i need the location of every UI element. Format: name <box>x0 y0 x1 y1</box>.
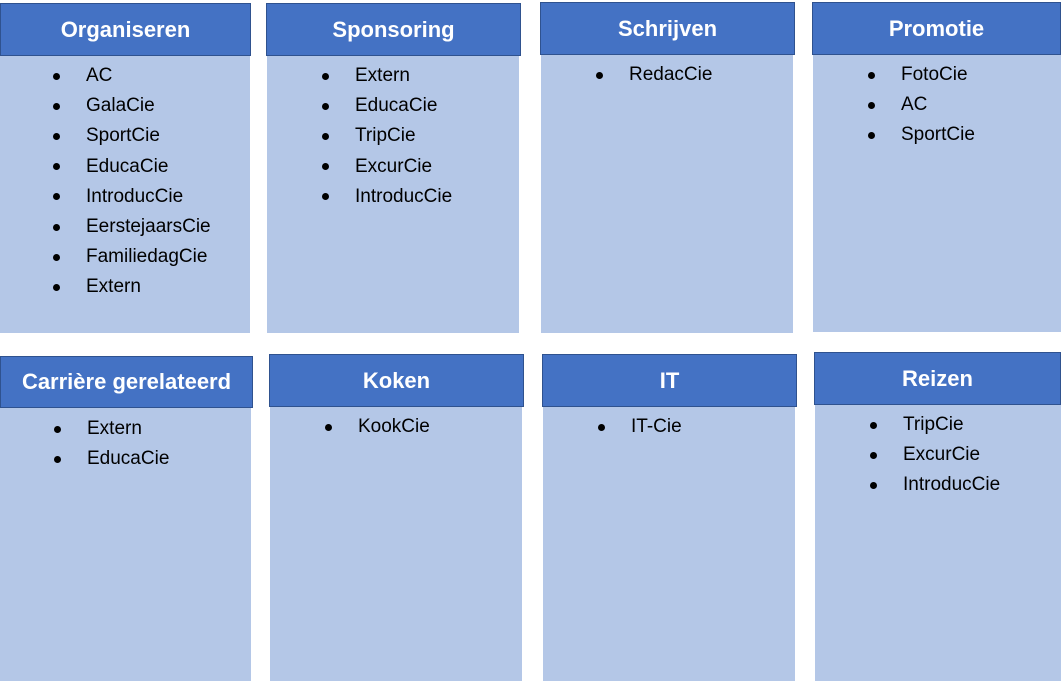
category-items: TripCie ExcurCie IntroducCie <box>870 410 1000 501</box>
category-header: IT <box>542 354 797 407</box>
category-items: FotoCie AC SportCie <box>868 60 975 151</box>
list-item: Extern <box>53 272 211 302</box>
category-header: Sponsoring <box>266 3 521 56</box>
list-item: RedacCie <box>596 60 712 90</box>
list-item: FamiliedagCie <box>53 242 211 272</box>
category-body <box>813 55 1061 332</box>
list-item: AC <box>868 90 975 120</box>
category-body <box>0 408 251 681</box>
category-body <box>270 407 522 681</box>
category-items: Extern EducaCie <box>54 414 169 474</box>
list-item: SportCie <box>868 120 975 150</box>
list-item: TripCie <box>322 121 452 151</box>
list-item: Extern <box>322 61 452 91</box>
list-item: IntroducCie <box>53 182 211 212</box>
list-item: TripCie <box>870 410 1000 440</box>
category-header: Carrière gerelateerd <box>0 356 253 408</box>
list-item: FotoCie <box>868 60 975 90</box>
category-body <box>815 405 1061 681</box>
category-header: Schrijven <box>540 2 795 55</box>
list-item: EerstejaarsCie <box>53 212 211 242</box>
list-item: EducaCie <box>54 444 169 474</box>
list-item: GalaCie <box>53 91 211 121</box>
category-items: IT-Cie <box>598 412 682 442</box>
category-items: RedacCie <box>596 60 712 90</box>
list-item: KookCie <box>325 412 430 442</box>
list-item: Extern <box>54 414 169 444</box>
category-header: Koken <box>269 354 524 407</box>
category-items: KookCie <box>325 412 430 442</box>
category-items: AC GalaCie SportCie EducaCie IntroducCie… <box>53 61 211 303</box>
category-body <box>541 55 793 333</box>
list-item: AC <box>53 61 211 91</box>
list-item: IntroducCie <box>870 470 1000 500</box>
list-item: IntroducCie <box>322 182 452 212</box>
category-body <box>267 56 519 333</box>
list-item: ExcurCie <box>322 152 452 182</box>
category-items: Extern EducaCie TripCie ExcurCie Introdu… <box>322 61 452 212</box>
category-header: Reizen <box>814 352 1061 405</box>
list-item: SportCie <box>53 121 211 151</box>
category-body <box>0 56 250 333</box>
list-item: EducaCie <box>322 91 452 121</box>
category-header: Organiseren <box>0 3 251 56</box>
category-header: Promotie <box>812 2 1061 55</box>
list-item: ExcurCie <box>870 440 1000 470</box>
category-body <box>543 407 795 681</box>
list-item: IT-Cie <box>598 412 682 442</box>
list-item: EducaCie <box>53 152 211 182</box>
